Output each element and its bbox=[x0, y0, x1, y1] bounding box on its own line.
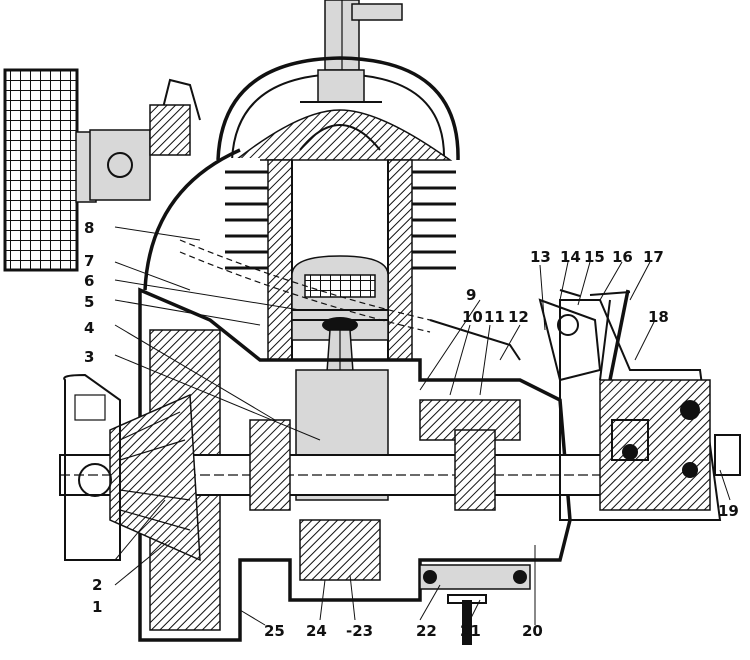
callout-20: 20 bbox=[522, 622, 543, 640]
cooling-fan-grille bbox=[3, 68, 151, 272]
callout-1: 1 bbox=[92, 598, 102, 616]
callout-24: 24 bbox=[306, 622, 327, 640]
bevel-gear bbox=[109, 393, 201, 562]
callout-11: 11 bbox=[484, 308, 505, 326]
cylinder-fins bbox=[224, 158, 456, 270]
callout-17: 17 bbox=[643, 248, 664, 266]
callout-23: -23 bbox=[346, 622, 373, 640]
callout-2: 2 bbox=[92, 576, 102, 594]
callout-5: 5 bbox=[84, 293, 94, 311]
control-lever bbox=[538, 289, 631, 382]
callout-25: 25 bbox=[264, 622, 285, 640]
callout-4: 4 bbox=[84, 319, 94, 337]
drain-bolt bbox=[447, 594, 487, 645]
left-end-cover bbox=[63, 373, 121, 561]
leader-lines bbox=[114, 226, 731, 626]
callout-3: 3 bbox=[84, 348, 94, 366]
callout-6: 6 bbox=[84, 272, 94, 290]
callout-13: 13 bbox=[530, 248, 551, 266]
cylinder-head-cover bbox=[216, 56, 460, 161]
callout-18: 18 bbox=[648, 308, 669, 326]
callout-21: 21 bbox=[460, 622, 481, 640]
carburetor bbox=[559, 299, 741, 521]
callout-7: 7 bbox=[84, 252, 94, 270]
lower-shaft bbox=[419, 564, 531, 590]
transfer-channel bbox=[179, 239, 521, 361]
callout-15: 15 bbox=[584, 248, 605, 266]
cylinder-head bbox=[233, 109, 453, 161]
callout-16: 16 bbox=[612, 248, 633, 266]
callout-8: 8 bbox=[84, 219, 94, 237]
callout-12: 12 bbox=[508, 308, 529, 326]
callout-10: 10 bbox=[462, 308, 483, 326]
callout-22: 22 bbox=[416, 622, 437, 640]
fan-shroud bbox=[143, 78, 241, 291]
callout-14: 14 bbox=[560, 248, 581, 266]
callout-9: 9 bbox=[466, 286, 476, 304]
callout-19: 19 bbox=[718, 502, 739, 520]
